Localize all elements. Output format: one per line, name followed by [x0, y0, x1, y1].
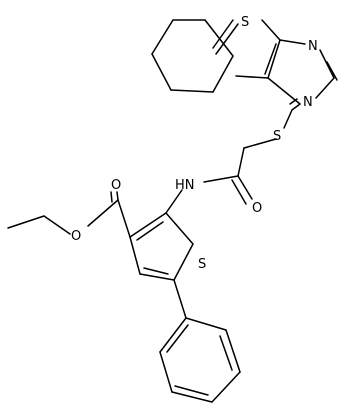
cyclohexene-ring — [151, 19, 234, 93]
pyrimidine-ring — [267, 39, 338, 111]
atom-label-nh: HN — [175, 178, 195, 193]
atom-label-s-thioether: S — [273, 129, 281, 144]
thioether-linker — [237, 109, 293, 177]
phenyl-ring — [159, 279, 241, 403]
atom-label-s-fused: S — [241, 15, 249, 30]
atom-label-o-ester-carbonyl: O — [111, 178, 121, 193]
atom-label-n-top: N — [308, 39, 318, 54]
atom-label-n-bottom: N — [303, 95, 313, 110]
atom-label-s-thiophene: S — [198, 257, 206, 272]
amide-group — [165, 175, 253, 214]
fused-thiophene-ring — [212, 19, 281, 79]
atom-label-o-amide: O — [252, 201, 262, 216]
atom-label-o-ester-ether: O — [71, 229, 81, 244]
ethyl-ester-group — [7, 191, 131, 238]
thiophene-ring — [129, 212, 194, 281]
